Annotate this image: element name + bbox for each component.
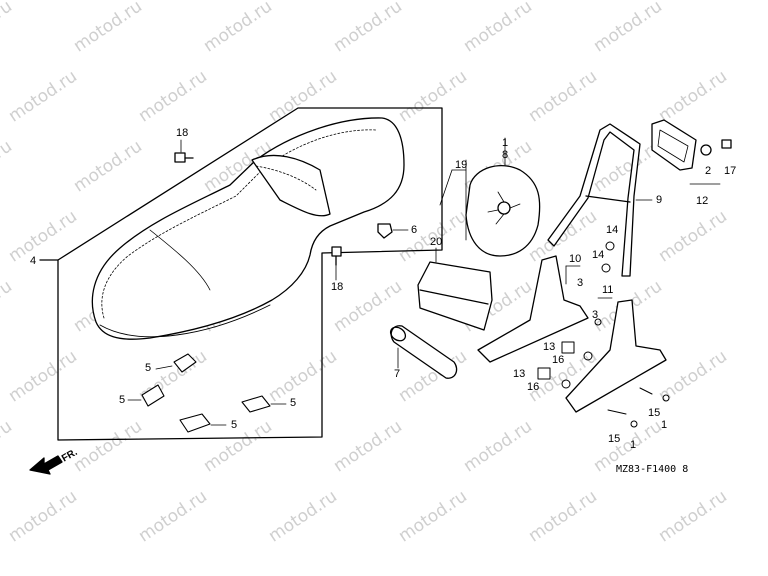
- callout-1: 1: [630, 439, 637, 451]
- callout-13: 13: [543, 341, 556, 353]
- callout-1: 1: [502, 137, 509, 149]
- callout-4: 4: [30, 255, 37, 267]
- callout-7: 7: [394, 368, 401, 380]
- callout-5: 5: [119, 394, 126, 406]
- roll-7: [389, 325, 458, 379]
- backrest-frame: [547, 123, 653, 277]
- callout-8: 8: [502, 149, 509, 161]
- seat-group-outline: [39, 107, 443, 441]
- plate-12: [651, 119, 732, 185]
- callout-9: 9: [656, 194, 663, 206]
- callout-11: 11: [602, 284, 614, 296]
- callout-12: 12: [696, 195, 709, 207]
- front-arrow-icon: [29, 455, 63, 475]
- side-plate-10: [477, 255, 589, 363]
- callout-18: 18: [331, 281, 344, 293]
- callout-13: 13: [513, 368, 526, 380]
- hardware: [537, 241, 670, 428]
- callout-15: 15: [648, 407, 661, 419]
- pad-20: [417, 247, 493, 331]
- backrest-pad: [439, 137, 541, 257]
- callout-20: 20: [430, 236, 443, 248]
- callout-19: 19: [455, 159, 468, 171]
- callout-5: 5: [145, 362, 152, 374]
- callout-5: 5: [290, 397, 297, 409]
- callout-2: 2: [705, 165, 712, 177]
- callout-15: 15: [608, 433, 621, 445]
- callout-3: 3: [592, 309, 599, 321]
- callout-16: 16: [527, 381, 540, 393]
- callout-14: 14: [606, 224, 619, 236]
- side-plate-11: [565, 297, 667, 413]
- callout-18: 18: [176, 127, 189, 139]
- bolt-18-lower: [331, 246, 342, 281]
- bolt-18-top: [174, 139, 194, 163]
- bracket-5: [127, 353, 287, 433]
- callout-1: 1: [661, 419, 668, 431]
- callout-17: 17: [724, 165, 737, 177]
- callout-6: 6: [411, 224, 418, 236]
- diagram-code: MZ83-F1400 8: [616, 464, 689, 475]
- clip-6: [377, 223, 409, 239]
- seat: [91, 117, 405, 340]
- callout-5: 5: [231, 419, 238, 431]
- callout-10: 10: [569, 253, 582, 265]
- callout-16: 16: [552, 354, 565, 366]
- callout-14: 14: [592, 249, 605, 261]
- callout-3: 3: [577, 277, 584, 289]
